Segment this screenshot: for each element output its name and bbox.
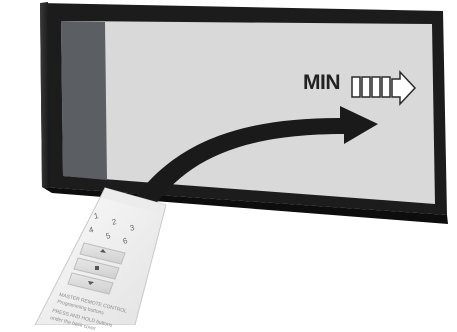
display-screen [61, 21, 435, 204]
illustration [0, 0, 457, 325]
side-panel [61, 21, 107, 180]
min-label: MIN [303, 71, 340, 95]
